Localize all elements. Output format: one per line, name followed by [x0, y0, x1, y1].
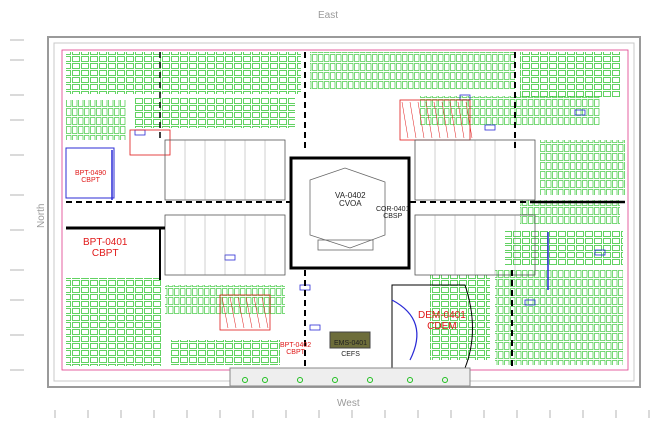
furniture-cluster — [66, 52, 301, 94]
dock-bollard — [332, 377, 338, 383]
annotation-hatch — [425, 101, 433, 139]
annotation-hatch — [441, 101, 449, 139]
annotation-hatch — [261, 296, 269, 329]
annotation-hatch — [457, 101, 465, 139]
annotation-hatch — [409, 101, 417, 139]
furniture-cluster — [66, 278, 161, 366]
compass-west: West — [337, 398, 360, 409]
dock-bollard — [297, 377, 303, 383]
furniture-cluster — [165, 285, 285, 315]
dock-bollard — [407, 377, 413, 383]
atrium-void — [309, 167, 386, 249]
furniture-cluster — [520, 52, 620, 97]
compass-east: East — [318, 10, 339, 21]
annotation-hatch — [221, 296, 229, 329]
furniture-cluster — [310, 52, 515, 90]
annotation-hatch — [465, 101, 473, 139]
annotation-hatch — [245, 296, 253, 329]
equipment-mark — [484, 124, 496, 131]
furniture-cluster — [430, 275, 490, 360]
dock-bollard — [367, 377, 373, 383]
annotation-area — [129, 129, 171, 156]
annotation-area — [219, 294, 271, 331]
equipment-mark — [594, 249, 606, 256]
annotation-hatch — [417, 101, 425, 139]
equipment-mark — [309, 324, 321, 331]
annotation-hatch — [237, 296, 245, 329]
atrium-stair — [317, 239, 374, 251]
dock-bollard — [242, 377, 248, 383]
loading-dock — [229, 367, 471, 387]
annotation-hatch — [433, 101, 441, 139]
annotation-hatch — [401, 101, 409, 139]
annotation-hatch — [229, 296, 237, 329]
furniture-cluster — [420, 96, 600, 126]
equipment-mark — [574, 109, 586, 116]
dock-bollard — [262, 377, 268, 383]
zone-outline — [65, 147, 115, 199]
furniture-cluster — [170, 340, 280, 365]
compass-north: North — [36, 203, 47, 228]
furniture-cluster — [520, 200, 620, 225]
dock-bollard — [442, 377, 448, 383]
annotation-hatch — [253, 296, 261, 329]
furniture-cluster — [540, 140, 625, 195]
annotation-hatch — [449, 101, 457, 139]
furniture-cluster — [495, 270, 623, 365]
furniture-cluster — [66, 100, 126, 140]
equipment-mark — [524, 299, 536, 306]
ems-room — [329, 331, 371, 349]
furniture-cluster — [505, 230, 623, 265]
demo-area-arc — [391, 299, 418, 361]
furniture-cluster — [135, 98, 295, 128]
